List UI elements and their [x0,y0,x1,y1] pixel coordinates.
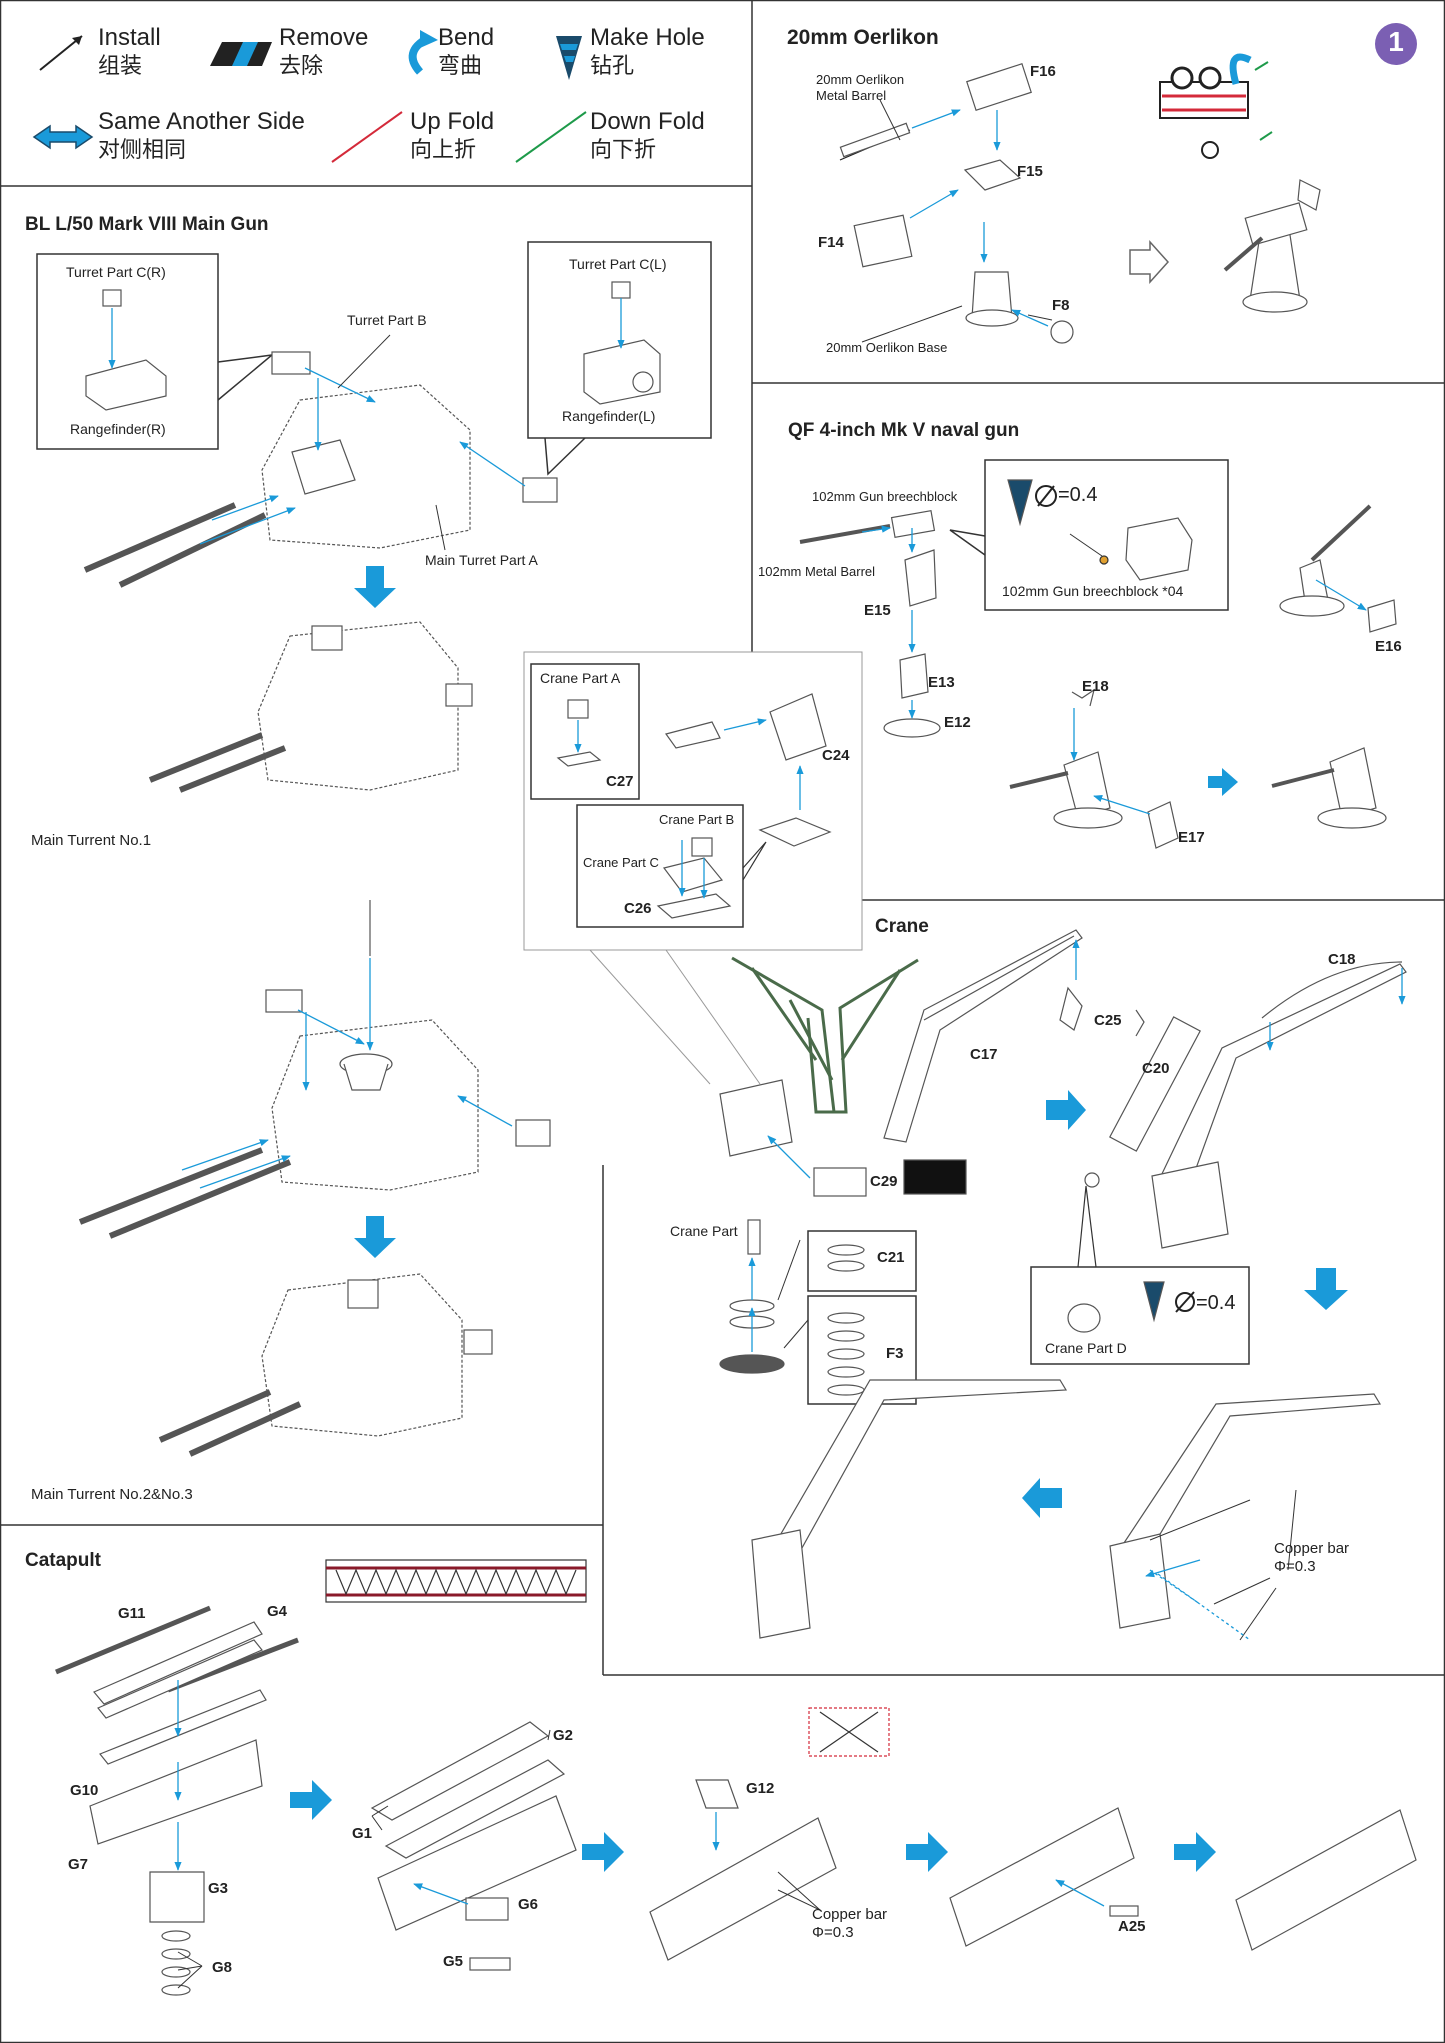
turret-no1-caption: Main Turrent No.1 [31,832,152,849]
oerlikon-base-label: 20mm Oerlikon Base [826,340,948,355]
part-g8: G8 [212,1959,233,1976]
part-g7: G7 [68,1856,89,1873]
catapult-copper-label: Copper bar [812,1906,888,1923]
qf-title: QF 4-inch Mk V naval gun [788,420,1020,441]
main-gun-title: BL L/50 Mark VIII Main Gun [25,214,269,235]
part-f14: F14 [818,234,844,251]
step-number: 1 [1388,26,1404,57]
part-f16: F16 [1030,63,1056,80]
legend-same-side: Same Another Side 对侧相同 [98,108,305,164]
part-g5: G5 [443,1953,464,1970]
legend-make-hole: Make Hole 钻孔 [590,24,705,80]
qf-barrel-label: 102mm Metal Barrel [758,564,876,579]
rangefinder-r-label: Rangefinder(R) [70,421,166,437]
part-f3: F3 [886,1345,904,1362]
legend-up-fold-cn: 向上折 [410,137,477,162]
part-g3: G3 [208,1880,229,1897]
qf-breech-note: 102mm Gun breechblock *04 [1002,583,1184,599]
part-c24: C24 [822,747,850,764]
oerlikon-drawing [839,61,1321,344]
part-e12: E12 [944,714,971,731]
legend-icons [32,30,587,163]
catapult-drawing [55,1559,1417,1996]
part-e13: E13 [928,674,955,691]
part-a25: A25 [1118,1918,1146,1935]
crane-title: Crane [875,916,929,937]
part-c20: C20 [1142,1060,1170,1077]
part-c29: C29 [870,1173,898,1190]
legend-remove-en: Remove [279,24,369,51]
crane-hole-label: =0.4 [1196,1292,1236,1314]
qf-breechblock-label: 102mm Gun breechblock [812,489,958,504]
crane-b-label: Crane Part B [659,812,735,827]
turret-c-l-label: Turret Part C(L) [569,256,667,272]
part-g10: G10 [70,1782,99,1799]
main-gun-drawing [36,241,712,1457]
legend-remove: Remove 去除 [279,24,368,80]
qf-hole-label: =0.4 [1058,484,1098,506]
part-g1: G1 [352,1825,373,1842]
part-f15: F15 [1017,163,1043,180]
legend-down-fold-en: Down Fold [590,108,705,135]
legend-bend-en: Bend [438,24,495,51]
legend-down-fold: Down Fold 向下折 [590,108,705,164]
legend-up-fold: Up Fold 向上折 [410,108,494,164]
qf-drawing [799,459,1397,849]
turret-c-r-label: Turret Part C(R) [66,264,166,280]
part-c25: C25 [1094,1012,1122,1029]
part-e18: E18 [1082,678,1109,695]
turret-no23-caption: Main Turrent No.2&No.3 [31,1486,193,1503]
step-badge [1375,23,1417,65]
crane-part-label: Crane Part [670,1223,738,1239]
part-g11: G11 [118,1605,146,1622]
catapult-title: Catapult [25,1550,101,1571]
legend-same-side-en: Same Another Side [98,108,305,135]
part-g4: G4 [267,1603,288,1620]
turret-a-label: Main Turret Part A [425,552,538,568]
legend-make-hole-cn: 钻孔 [590,53,635,78]
legend-remove-cn: 去除 [279,53,324,78]
crane-drawing [719,929,1407,1639]
legend-make-hole-en: Make Hole [590,24,705,51]
legend-install: Install 组装 [98,24,161,80]
legend-install-cn: 组装 [98,53,143,78]
legend-bend-cn: 弯曲 [438,53,483,78]
turret-b-label: Turret Part B [347,312,427,328]
legend-up-fold-en: Up Fold [410,108,495,135]
part-g2: G2 [553,1727,574,1744]
oerlikon-title: 20mm Oerlikon [787,26,939,49]
legend-bend: Bend 弯曲 [438,24,494,80]
oerlikon-barrel-label: 20mm Oerlikon Metal Barrel [816,72,905,103]
part-e16: E16 [1375,638,1402,655]
legend-down-fold-cn: 向下折 [590,137,657,162]
crane-a-label: Crane Part A [540,670,621,686]
part-f8: F8 [1052,297,1070,314]
rangefinder-l-label: Rangefinder(L) [562,408,656,424]
part-c27: C27 [606,773,634,790]
catapult-copper-dia: Φ=0.3 [812,1924,854,1941]
part-e15: E15 [864,602,891,619]
part-c17: C17 [970,1046,998,1063]
crane-inset-drawing [523,651,863,1085]
part-g12: G12 [746,1780,775,1797]
part-g6: G6 [518,1896,539,1913]
crane-copper-label: Copper bar [1274,1540,1350,1557]
legend-install-en: Install [98,24,161,51]
legend-same-side-cn: 对侧相同 [98,137,187,162]
crane-c-label: Crane Part C [583,855,659,870]
crane-d-label: Crane Part D [1045,1340,1127,1356]
part-e17: E17 [1178,829,1205,846]
part-c18: C18 [1328,951,1356,968]
part-c26: C26 [624,900,652,917]
part-c21: C21 [877,1249,905,1266]
crane-copper-dia: Φ=0.3 [1274,1558,1316,1575]
